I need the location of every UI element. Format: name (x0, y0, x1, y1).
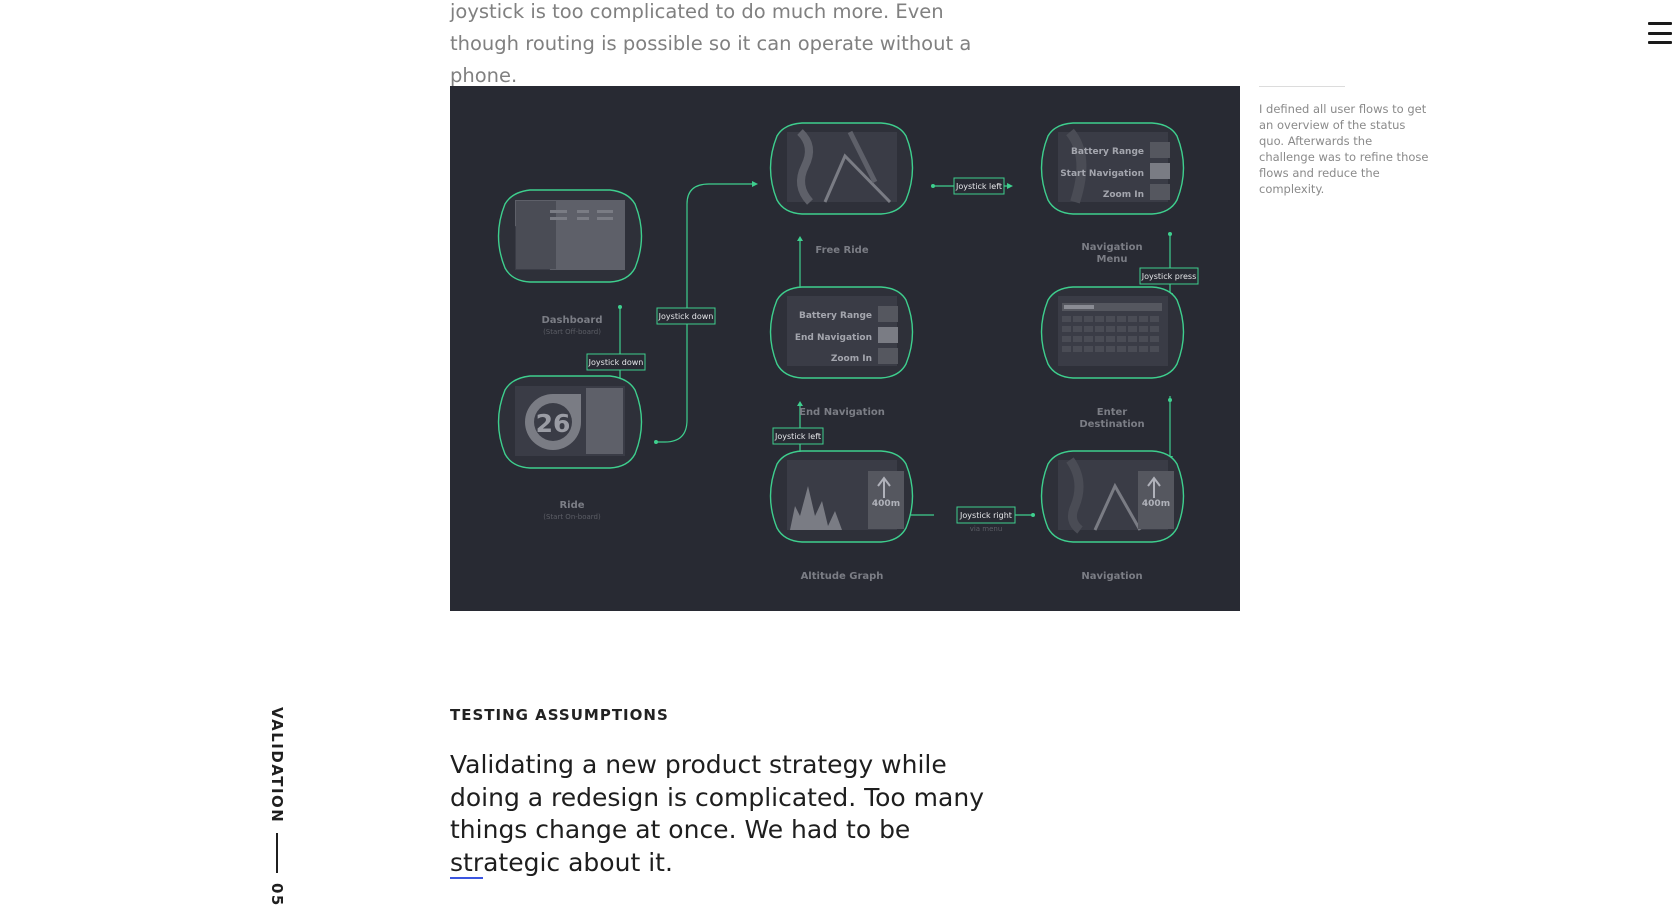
screen-free-ride: Free Ride (769, 122, 914, 256)
screen-navigation-menu: Battery Range Start Navigation Zoom In N… (1040, 122, 1185, 265)
dashboard-sublabel: (Start Off-board) (543, 328, 601, 336)
section-kicker: TESTING ASSUMPTIONS (450, 706, 669, 724)
enter-destination-label-2: Destination (1079, 419, 1144, 430)
action-joystick-left-2: Joystick left (772, 427, 824, 445)
action-joystick-down-1: Joystick down (586, 353, 646, 371)
screen-enter-destination: Enter Destination (1040, 286, 1185, 430)
svg-text:Joystick right: Joystick right (959, 511, 1012, 520)
screen-dashboard: Dashboard (Start Off-board) (497, 189, 643, 336)
action-joystick-left-1: Joystick left (953, 177, 1005, 195)
figure-caption: I defined all user flows to get an overv… (1259, 102, 1429, 196)
nav-menu-item-start: Start Navigation (1060, 169, 1144, 179)
section-lead: Validating a new product strategy while … (450, 750, 984, 877)
action-joystick-right: Joystick right (956, 506, 1016, 524)
action-via-menu: via menu (970, 525, 1003, 533)
end-nav-item-battery: Battery Range (799, 311, 872, 321)
svg-text:Joystick left: Joystick left (955, 182, 1002, 191)
screen-navigation: 400m Navigation (1040, 450, 1185, 582)
ride-sublabel: (Start On-board) (543, 513, 601, 521)
nav-menu-item-battery: Battery Range (1071, 147, 1144, 157)
svg-text:Joystick down: Joystick down (658, 312, 714, 321)
screen-ride: 26 Ride (Start On-board) (497, 375, 643, 521)
svg-text:Joystick down: Joystick down (588, 358, 644, 367)
screen-altitude-graph: 400m Altitude Graph (769, 450, 914, 582)
action-joystick-down-2: Joystick down (656, 307, 716, 325)
side-label-divider (276, 833, 278, 874)
end-nav-item-zoom: Zoom In (831, 354, 872, 364)
ride-speed-value: 26 (536, 409, 571, 438)
altitude-graph-label: Altitude Graph (801, 571, 884, 582)
ride-label: Ride (559, 500, 584, 511)
caption-divider (1259, 86, 1345, 87)
free-ride-label: Free Ride (815, 245, 868, 256)
side-label-number: 05 (268, 883, 286, 907)
intro-paragraph: joystick is too complicated to do much m… (450, 0, 972, 87)
nav-menu-item-zoom: Zoom In (1103, 190, 1144, 200)
navigation-distance: 400m (1142, 499, 1170, 509)
hamburger-menu-icon[interactable] (1648, 22, 1672, 44)
section-side-label: VALIDATION 05 (268, 707, 286, 907)
altitude-distance: 400m (872, 499, 900, 509)
dashboard-label: Dashboard (542, 315, 603, 326)
screen-end-navigation: Battery Range End Navigation Zoom In End… (769, 286, 914, 418)
accent-divider (450, 877, 483, 879)
user-flow-diagram: Dashboard (Start Off-board) 26 Ride (Sta… (450, 86, 1240, 611)
svg-text:Joystick press: Joystick press (1141, 272, 1197, 281)
end-navigation-label: End Navigation (799, 407, 885, 418)
navigation-label: Navigation (1081, 571, 1142, 582)
navigation-menu-label-2: Menu (1097, 254, 1128, 265)
end-nav-item-end: End Navigation (795, 333, 872, 343)
action-joystick-press: Joystick press (1139, 267, 1199, 285)
navigation-menu-label: Navigation (1081, 242, 1142, 253)
enter-destination-label: Enter (1097, 407, 1128, 418)
side-label-text: VALIDATION (268, 707, 286, 824)
svg-text:Joystick left: Joystick left (774, 432, 821, 441)
